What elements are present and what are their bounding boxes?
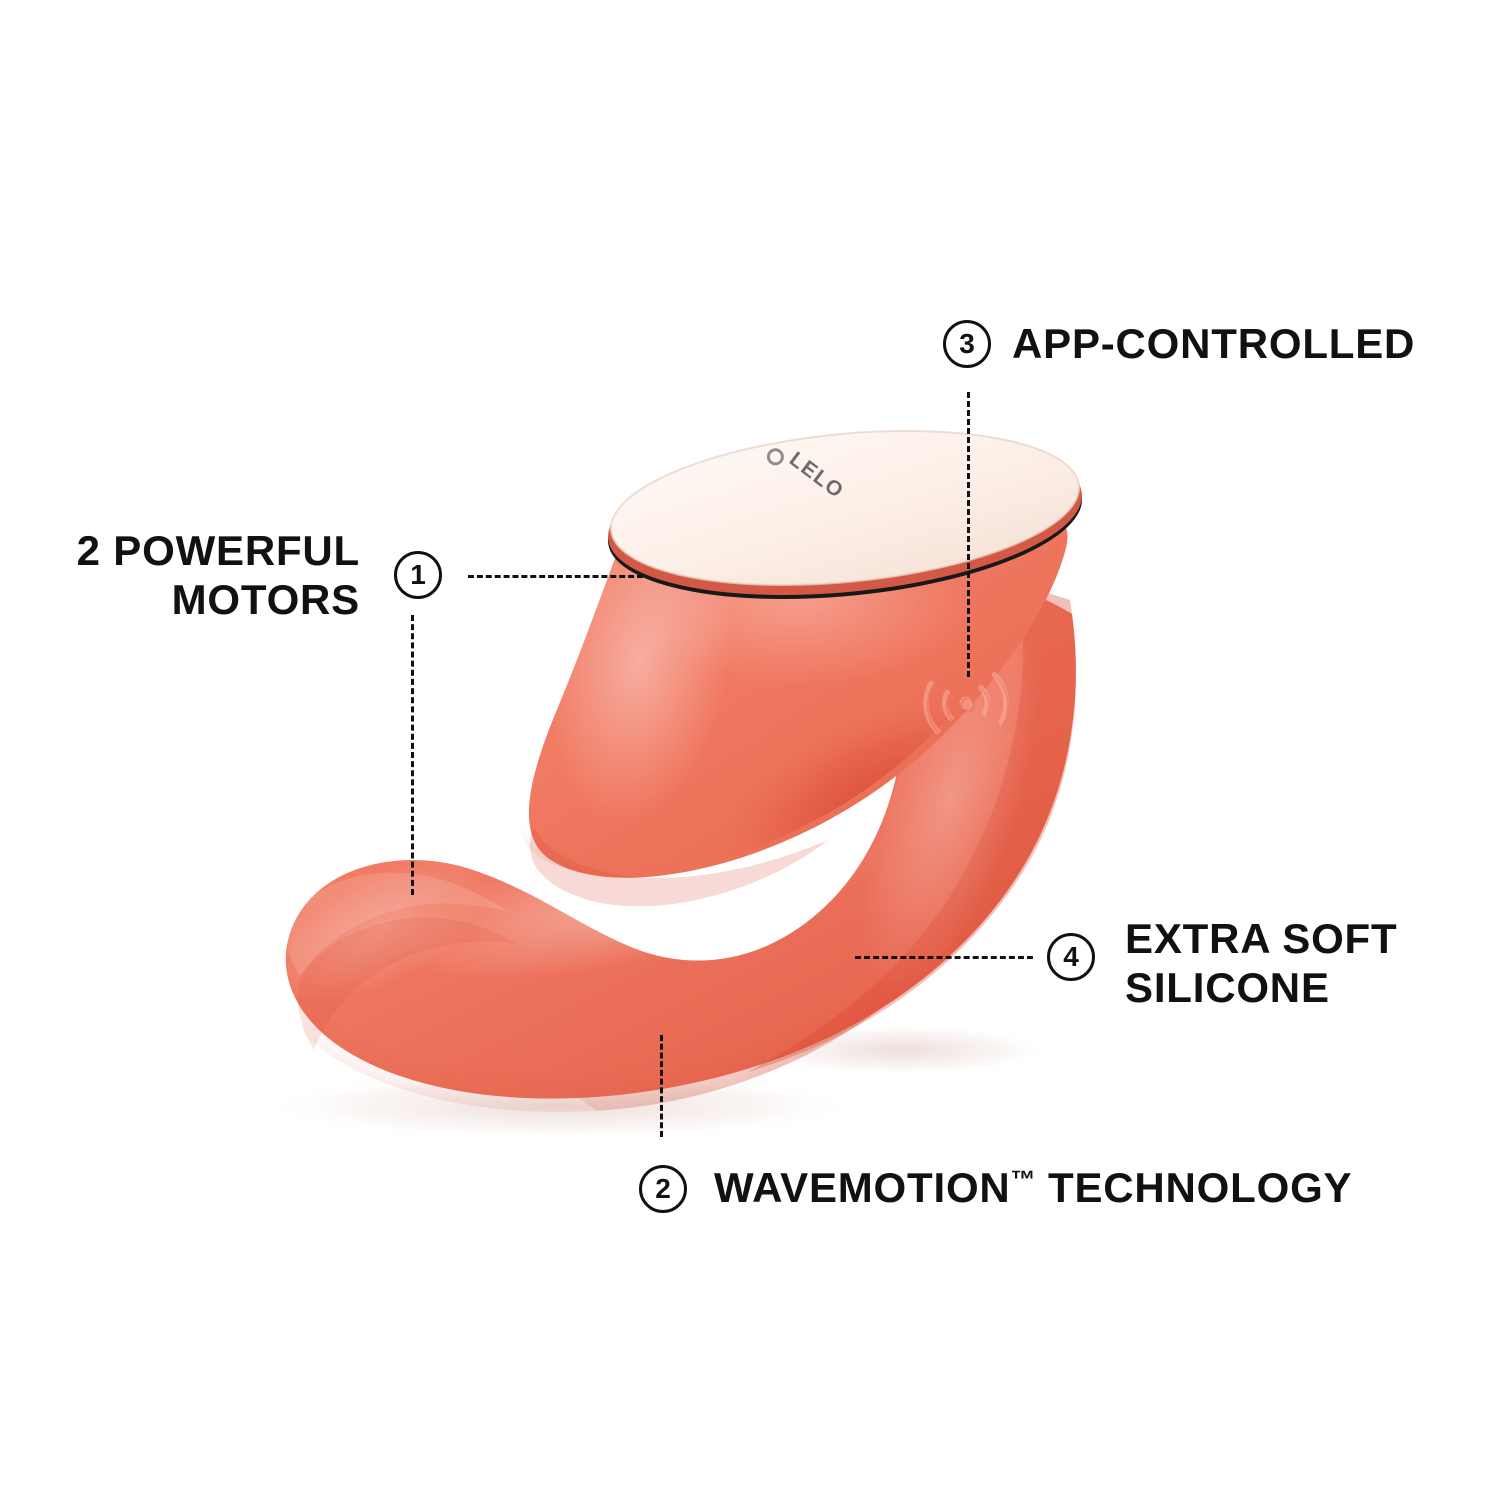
callout-label-wavemotion-technology: WAVEMOTION™ TECHNOLOGY: [714, 1164, 1354, 1213]
leader-line-app-controlled: [967, 392, 970, 677]
product-upper-body: [519, 500, 1068, 907]
callout-badge-2[interactable]: 2: [639, 1165, 687, 1213]
trademark-symbol: ™: [1010, 1166, 1036, 1194]
leader-line-motors-horizontal: [468, 575, 643, 578]
leader-line-wavemotion: [660, 1035, 663, 1137]
leader-line-motors-vertical: [411, 615, 414, 895]
callout-label-app-controlled: APP-CONTROLLED: [1012, 320, 1416, 367]
wavemotion-word: WAVEMOTION: [714, 1164, 1011, 1211]
product-lower-arm: [268, 560, 1077, 1112]
svg-text:LELO: LELO: [785, 448, 848, 504]
brand-wordmark: LELO: [785, 448, 848, 504]
callout-badge-3[interactable]: 3: [943, 320, 991, 368]
wireless-signal-icon: [923, 672, 1009, 735]
product-top-cap: LELO: [607, 429, 1083, 600]
leader-line-silicone: [855, 956, 1033, 959]
callout-badge-1[interactable]: 1: [394, 551, 442, 599]
callout-label-extra-soft-silicone: EXTRA SOFT SILICONE: [1125, 915, 1398, 1011]
callout-label-powerful-motors: 2 POWERFUL MOTORS: [76, 527, 360, 623]
callout-badge-4[interactable]: 4: [1047, 933, 1095, 981]
technology-word: TECHNOLOGY: [1035, 1164, 1353, 1211]
